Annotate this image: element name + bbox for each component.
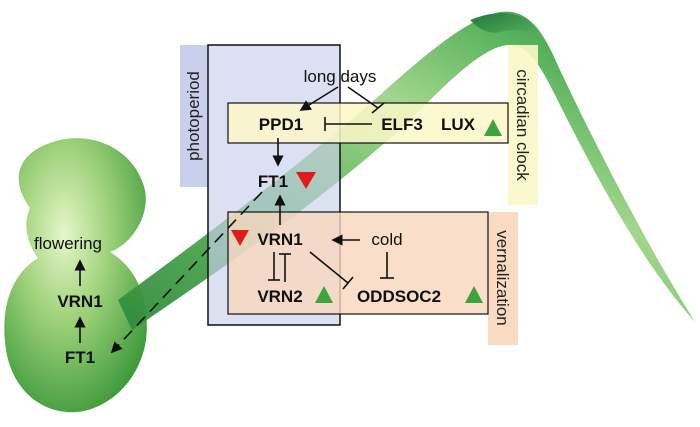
vrn1-leaf-label: VRN1 <box>257 230 302 249</box>
vernalization-label: vernalization <box>493 230 512 325</box>
apex-ft1-label: FT1 <box>65 348 95 367</box>
flowering-label: flowering <box>34 234 102 253</box>
oddsoc2-up-triangle <box>465 286 483 303</box>
long-days-label: long days <box>304 67 377 86</box>
ft1-leaf-label: FT1 <box>258 172 288 191</box>
shoot-apex <box>4 138 147 413</box>
inhibit-long-days-elf3 <box>347 86 379 109</box>
vrn2-up-triangle <box>315 286 333 303</box>
lux-up-triangle <box>484 119 502 136</box>
circadian-label-panel <box>508 45 538 205</box>
arrow-ft1-transport-to-apex <box>110 191 263 354</box>
vrn2-label: VRN2 <box>257 287 302 306</box>
inhibit-long-days-elf3-bar <box>371 102 385 114</box>
inhibit-vrn1-oddsoc2 <box>309 251 349 284</box>
cold-label: cold <box>371 230 402 249</box>
photoperiod-label: photoperiod <box>184 71 203 161</box>
leaf-blade <box>118 11 695 330</box>
vernalization-label-panel <box>488 212 518 345</box>
vrn1-down-triangle <box>231 230 249 246</box>
photoperiod-label-panel <box>180 45 208 187</box>
ft1-down-triangle <box>296 172 316 189</box>
circadian-clock-label: circadian clock <box>513 69 532 181</box>
arrow-long-days-to-ppd1 <box>299 86 339 111</box>
leaf-fold <box>470 13 545 41</box>
lux-label: LUX <box>441 115 476 134</box>
ppd1-label: PPD1 <box>259 115 303 134</box>
elf3-label: ELF3 <box>381 115 423 134</box>
oddsoc2-label: ODDSOC2 <box>357 287 441 306</box>
inhibit-vrn1-oddsoc2-bar <box>342 276 354 290</box>
vernalization-box <box>227 211 489 315</box>
apex-vrn1-label: VRN1 <box>57 292 102 311</box>
circadian-box <box>227 102 509 144</box>
